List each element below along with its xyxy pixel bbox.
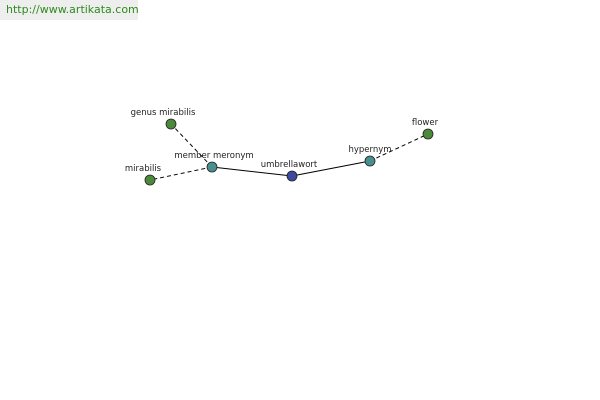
node-mirabilis[interactable]	[144, 174, 156, 186]
edge-umbrellawort-member-meronym	[211, 166, 293, 177]
edge-hypernym-flower	[369, 133, 429, 162]
label-member-meronym[interactable]: member meronym	[174, 151, 253, 161]
node-member-meronym[interactable]	[206, 161, 218, 173]
nodes	[144, 118, 434, 186]
node-genus-mirabilis[interactable]	[165, 118, 177, 130]
node-flower[interactable]	[422, 128, 434, 140]
node-labels: umbrellawort member meronym genus mirabili…	[125, 108, 439, 174]
label-genus-mirabilis[interactable]: genus mirabilis	[131, 108, 196, 118]
source-url[interactable]: http://www.artikata.com	[0, 0, 138, 20]
edges	[149, 123, 429, 181]
label-umbrellawort[interactable]: umbrellawort	[261, 160, 318, 170]
label-mirabilis[interactable]: mirabilis	[125, 164, 162, 174]
edge-member-meronym-genus-mirabilis	[170, 123, 213, 168]
label-hypernym[interactable]: hypernym	[348, 145, 391, 155]
edge-umbrellawort-hypernym	[291, 160, 371, 177]
node-hypernym[interactable]	[364, 155, 376, 167]
node-umbrellawort[interactable]	[286, 170, 298, 182]
label-flower[interactable]: flower	[412, 118, 439, 128]
edge-member-meronym-mirabilis	[149, 166, 213, 181]
